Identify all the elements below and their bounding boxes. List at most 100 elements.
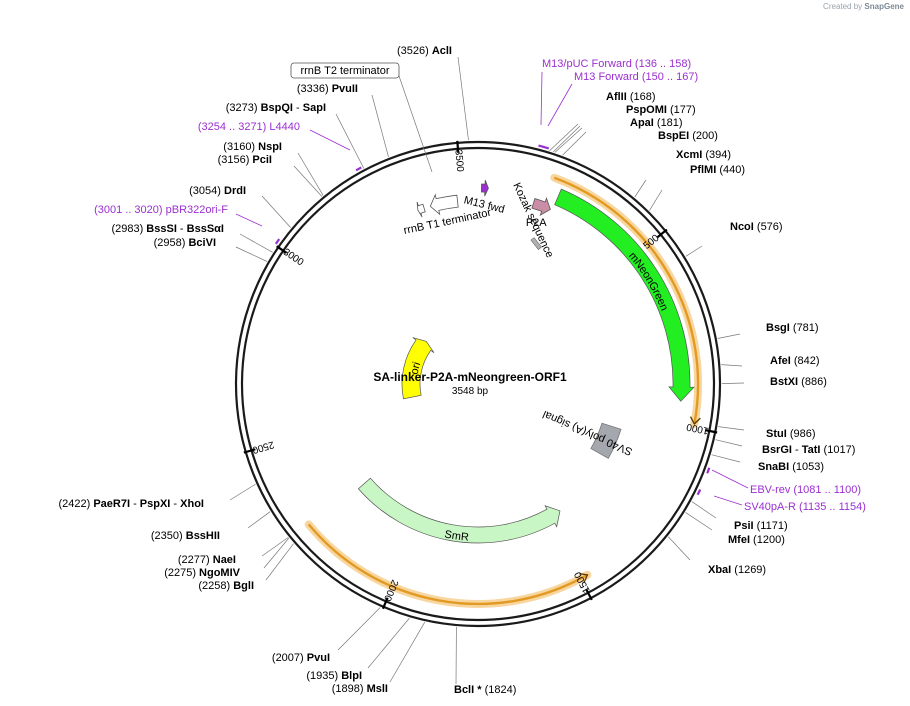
label-text: rrnB T2 terminator [300,65,389,77]
primer-label[interactable]: SV40pA-R (1135 .. 1154) [744,501,866,513]
label-box [290,62,400,79]
site-enzyme: NgoMIV [199,567,241,579]
feature-box[interactable] [590,422,622,459]
site-position: (2277) [178,554,213,566]
site-label[interactable]: PspOMI (177) [626,104,696,116]
position-tick [381,597,389,610]
site-position: (440) [716,164,745,176]
primer-leader [309,129,351,151]
site-label[interactable]: BsrGI - TatI (1017) [762,444,855,456]
feature-smr[interactable]: SmR [357,477,561,544]
leader-line [239,233,273,253]
site-position: (1200) [750,534,785,546]
rrnb-t2-terminator-label[interactable]: rrnB T2 terminator [290,62,400,79]
site-label[interactable]: XbaI (1269) [708,564,766,576]
feature-arrow[interactable] [554,188,695,402]
site-position: (3160) [223,141,258,153]
feature-arrow[interactable] [357,477,561,544]
site-label[interactable]: (2258) BglI [198,580,254,592]
site-position: (886) [798,376,827,388]
feature-sv40-poly-a-signal[interactable]: SV40 poly(A) signal [541,408,634,459]
site-enzyme: AfeI [770,355,791,367]
site-enzyme: XbaI [708,564,731,576]
primer-label[interactable]: M13/pUC Forward (136 .. 158) [542,58,691,70]
leader-line [335,113,365,169]
site-enzyme: BspQI [261,102,293,114]
site-label[interactable]: (3336) PvuII [297,83,358,95]
kozak-marker[interactable] [530,237,542,250]
feature-ori[interactable]: ori [401,337,435,400]
site-enzyme: BciVI [188,237,216,249]
site-label[interactable]: (3160) NspI [223,141,282,153]
label-layer: (3526) AclI (3336) PvuII (3273) BspQI - Sa… [58,45,865,696]
site-position: (200) [689,130,718,142]
site-position: (1824) [482,684,517,696]
site-position: (1898) [332,683,367,695]
plasmid-size: 3548 bp [452,386,489,397]
site-label[interactable]: PflMI (440) [690,164,745,176]
primer-binding-mark [542,145,550,150]
site-label[interactable]: StuI (986) [766,428,816,440]
site-label[interactable]: (3054) DrdI [189,185,246,197]
feature-p2a[interactable]: P2A [526,197,551,229]
site-label[interactable]: AflII (168) [606,91,656,103]
feature-label: P2A [526,217,547,229]
site-label[interactable]: XcmI (394) [676,149,731,161]
site-position: (2275) [164,567,199,579]
feature-label: Kozak sequence [510,181,555,260]
site-label[interactable]: (2958) BciVI [154,237,216,249]
site-label[interactable]: (2275) NgoMIV [164,567,240,579]
site-label[interactable]: (2350) BssHII [151,530,220,542]
feature-arrow[interactable] [401,337,435,400]
site-label[interactable]: AfeI (842) [770,355,820,367]
feature-kozak-sequence[interactable]: Kozak sequence [510,181,555,260]
site-label[interactable]: BclI * (1824) [454,684,516,696]
leader-line [718,426,745,431]
position-tick [585,588,593,601]
primer-leader [235,213,263,227]
primer-label[interactable]: (3254 .. 3271) L4440 [198,121,300,133]
site-label[interactable]: (3156) PciI [218,154,272,166]
position-tick-label: 1000 [685,421,709,436]
site-label[interactable]: BstXI (886) [770,376,827,388]
site-label[interactable]: (1935) BlpI [306,670,362,682]
position-tick-label: 3000 [281,247,306,269]
leader-line [235,246,268,262]
leader-line [247,511,271,529]
site-label[interactable]: (3526) AclI [397,45,452,57]
site-label[interactable]: BspEI (200) [658,130,718,142]
primer-label[interactable]: (3001 .. 3020) pBR322ori-F [94,204,228,216]
site-label[interactable]: (2422) PaeR7I - PspXI - XhoI [58,498,204,510]
site-enzyme: XcmI [676,149,702,161]
primer-leader [547,83,573,127]
backbone-outer-ring [234,140,722,628]
primer-label[interactable]: M13 Forward (150 .. 167) [574,71,698,83]
leader-line [649,189,663,211]
feature-arrow[interactable] [429,193,459,216]
backbone [234,140,722,628]
site-label[interactable]: (3273) BspQI - SapI [226,102,326,114]
feature-arrow[interactable] [531,197,551,216]
site-label[interactable]: (2007) PvuI [272,652,330,664]
feature-arrow[interactable] [480,179,489,197]
site-position: (168) [627,91,656,103]
backbone-inner-ring [240,146,716,622]
site-position: (3156) [218,154,253,166]
site-label[interactable]: SnaBI (1053) [758,461,824,473]
site-enzyme: PciI [252,154,272,166]
site-enzyme: BglI [233,580,254,592]
site-label[interactable]: (2277) NaeI [178,554,236,566]
site-label[interactable]: MfeI (1200) [728,534,785,546]
site-label[interactable]: ApaI (181) [630,117,683,129]
primer-label[interactable]: EBV-rev (1081 .. 1100) [750,484,861,496]
site-label[interactable]: PsiI (1171) [734,520,788,532]
site-label[interactable]: BsgI (781) [766,322,819,334]
primer-leader [711,469,749,489]
site-position: (3526) [397,45,432,57]
site-enzyme: BspEI [658,130,689,142]
site-label[interactable]: (2983) BssSI - BssSαI [111,223,224,235]
leader-line [261,195,291,228]
site-label[interactable]: (1898) MslI [332,683,388,695]
site-label[interactable]: NcoI (576) [730,221,783,233]
